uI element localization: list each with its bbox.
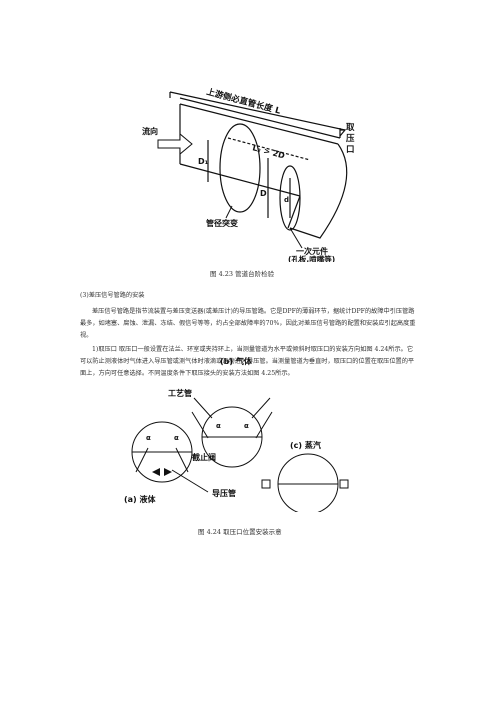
- process-pipe-label: 工艺管: [168, 388, 192, 398]
- flow-label: 流向: [142, 126, 158, 136]
- alpha-2: α: [174, 434, 179, 442]
- impulse-pipe-label: 导压管: [212, 488, 236, 498]
- d-label: D: [260, 189, 267, 198]
- small-d-label: d: [284, 196, 289, 204]
- figure-1-caption: 图 4.23 管道台阶检验: [210, 270, 275, 278]
- pipe-drawing: [169, 91, 348, 239]
- element-label-2: (孔板,喷嘴等): [288, 254, 335, 262]
- liquid-label: (a) 液体: [124, 494, 156, 504]
- tap-position-figure: (b) 气体 工艺管 截止阀 导压管 (a) 液体 (c) 蒸汽 α α α α: [112, 352, 362, 515]
- top-dim-label: 上游侧必直管长度 L: [205, 86, 282, 117]
- figure-2-caption: 图 4.24 取压口位置安装示意: [198, 528, 282, 536]
- stop-valve-label: 截止阀: [192, 452, 216, 462]
- paragraph-1: 差压信号管路是指节流装置与差压变送器(或差压计)的导压管路。它是DPF的薄弱环节…: [80, 308, 416, 340]
- element-pointer: [225, 205, 303, 249]
- steam-circle: [277, 453, 339, 515]
- alpha-1: α: [146, 434, 151, 442]
- valve-left: [261, 479, 271, 489]
- pipe-step-figure: 上游侧必直管长度 L 流向 D₁ L₂ > 2D 取 压 口 D d 管径突变 …: [140, 78, 366, 264]
- tap-label-2: 压: [346, 134, 355, 144]
- alpha-3: α: [216, 422, 221, 430]
- flow-arrow: [157, 132, 193, 156]
- alpha-4: α: [244, 422, 249, 430]
- section-title: (3)差压信号管路的安装: [80, 292, 145, 299]
- steam-label: (c) 蒸汽: [290, 440, 321, 450]
- tap-label-3: 口: [346, 145, 355, 155]
- step-label: 管径突变: [206, 218, 238, 228]
- tap-label-1: 取: [346, 123, 355, 133]
- gas-label: (b) 气体: [220, 356, 253, 366]
- d1-label: D₁: [198, 157, 209, 166]
- valve-right: [339, 479, 349, 489]
- l2-label: L₂ > 2D: [251, 143, 286, 160]
- paragraph-2: 1)取压口 取压口一般设置在法兰、环室或夹持环上，当测量管道为水平或倾斜时取压口…: [80, 346, 415, 378]
- element-label-1: 一次元件: [296, 246, 328, 256]
